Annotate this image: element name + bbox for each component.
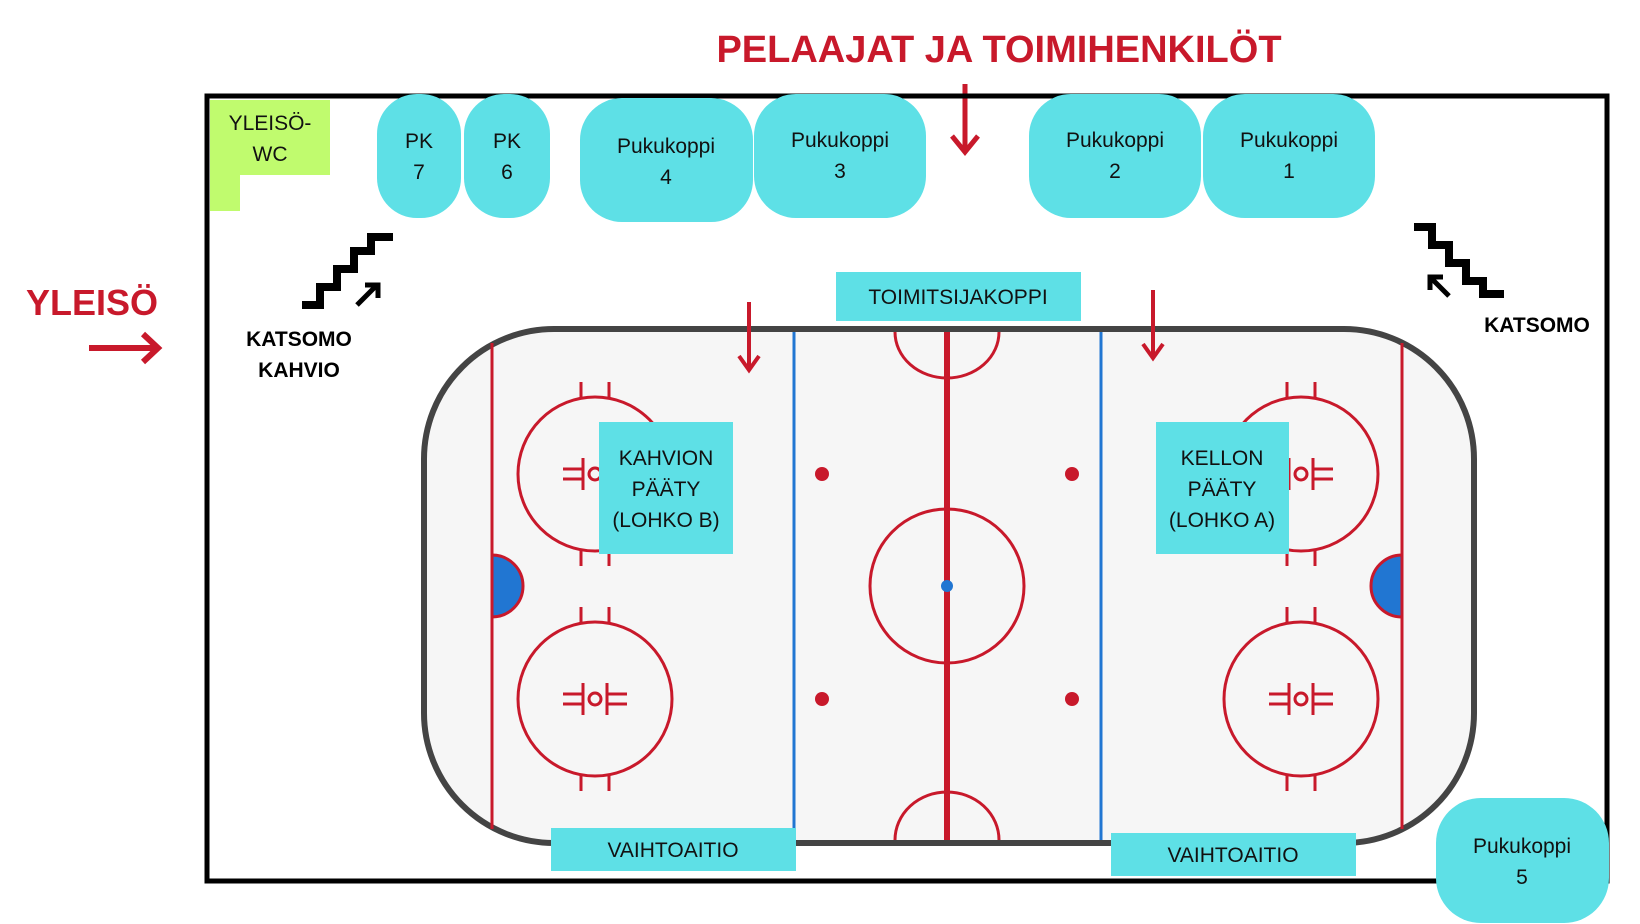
locker-room-4: Pukukoppi 4 bbox=[580, 98, 753, 222]
faceoff-spot bbox=[587, 691, 603, 707]
players-officials-title: PELAAJAT JA TOIMIHENKILÖT bbox=[716, 28, 1281, 71]
public-entrance-label: YLEISÖ bbox=[26, 282, 158, 323]
locker-room-1: Pukukoppi 1 bbox=[1203, 94, 1375, 218]
center-dot bbox=[941, 580, 953, 592]
svg-text:PÄÄTY: PÄÄTY bbox=[632, 478, 701, 501]
locker-room-pk6: PK 6 bbox=[464, 94, 550, 218]
bench-left: VAIHTOAITIO bbox=[551, 828, 796, 871]
stairs-right-icon bbox=[1414, 223, 1504, 298]
svg-text:2: 2 bbox=[1109, 160, 1121, 183]
svg-text:TOIMITSIJAKOPPI: TOIMITSIJAKOPPI bbox=[868, 286, 1047, 309]
entrance-arrow-icon bbox=[89, 331, 163, 365]
svg-text:PK: PK bbox=[493, 130, 521, 153]
end-a-label: KELLON PÄÄTY (LOHKO A) bbox=[1156, 422, 1289, 554]
svg-text:6: 6 bbox=[501, 161, 513, 184]
svg-text:PÄÄTY: PÄÄTY bbox=[1188, 478, 1257, 501]
locker-room-5: Pukukoppi 5 bbox=[1436, 798, 1609, 923]
svg-text:5: 5 bbox=[1516, 866, 1528, 889]
svg-text:Pukukoppi: Pukukoppi bbox=[1066, 129, 1164, 152]
building-outline bbox=[204, 93, 1610, 884]
faceoff-spot bbox=[1293, 466, 1309, 482]
end-b-label: KAHVION PÄÄTY (LOHKO B) bbox=[599, 422, 733, 554]
locker-room-2: Pukukoppi 2 bbox=[1029, 94, 1201, 218]
officials-box: TOIMITSIJAKOPPI bbox=[836, 272, 1081, 321]
faceoff-dots bbox=[815, 467, 1079, 706]
svg-text:KELLON: KELLON bbox=[1181, 447, 1264, 470]
faceoff-spot bbox=[1293, 691, 1309, 707]
svg-text:KAHVION: KAHVION bbox=[619, 447, 714, 470]
wc-label: WC bbox=[253, 143, 288, 166]
ice-rink bbox=[421, 326, 1477, 846]
svg-text:PK: PK bbox=[405, 130, 433, 153]
svg-text:3: 3 bbox=[834, 160, 846, 183]
stands-cafe-label: KAHVIO bbox=[258, 359, 340, 382]
stairs-left-icon bbox=[302, 233, 393, 309]
svg-text:1: 1 bbox=[1283, 160, 1295, 183]
svg-text:VAIHTOAITIO: VAIHTOAITIO bbox=[607, 839, 738, 862]
rink-arrow-left-icon bbox=[737, 302, 761, 374]
faceoff-circle bbox=[516, 620, 674, 778]
stands-cafe-label: KATSOMO bbox=[246, 328, 352, 351]
svg-text:Pukukoppi: Pukukoppi bbox=[1473, 835, 1571, 858]
center-circle bbox=[868, 507, 1026, 665]
bench-right: VAIHTOAITIO bbox=[1111, 833, 1356, 876]
wc-label: YLEISÖ- bbox=[229, 112, 312, 135]
svg-text:4: 4 bbox=[660, 166, 672, 189]
goal-crease bbox=[1369, 553, 1404, 619]
svg-text:VAIHTOAITIO: VAIHTOAITIO bbox=[1167, 844, 1298, 867]
svg-text:(LOHKO A): (LOHKO A) bbox=[1169, 509, 1275, 532]
rink-arrow-right-icon bbox=[1141, 290, 1165, 362]
svg-text:(LOHKO B): (LOHKO B) bbox=[612, 509, 719, 532]
public-wc: YLEISÖ- WC bbox=[210, 100, 330, 211]
svg-text:7: 7 bbox=[413, 161, 425, 184]
faceoff-circle bbox=[1222, 620, 1380, 778]
stands-label: KATSOMO bbox=[1484, 314, 1590, 337]
goal-crease bbox=[490, 553, 525, 619]
locker-room-pk7: PK 7 bbox=[377, 94, 461, 218]
locker-room-3: Pukukoppi 3 bbox=[754, 94, 926, 218]
svg-text:Pukukoppi: Pukukoppi bbox=[791, 129, 889, 152]
svg-text:Pukukoppi: Pukukoppi bbox=[617, 135, 715, 158]
svg-text:Pukukoppi: Pukukoppi bbox=[1240, 129, 1338, 152]
